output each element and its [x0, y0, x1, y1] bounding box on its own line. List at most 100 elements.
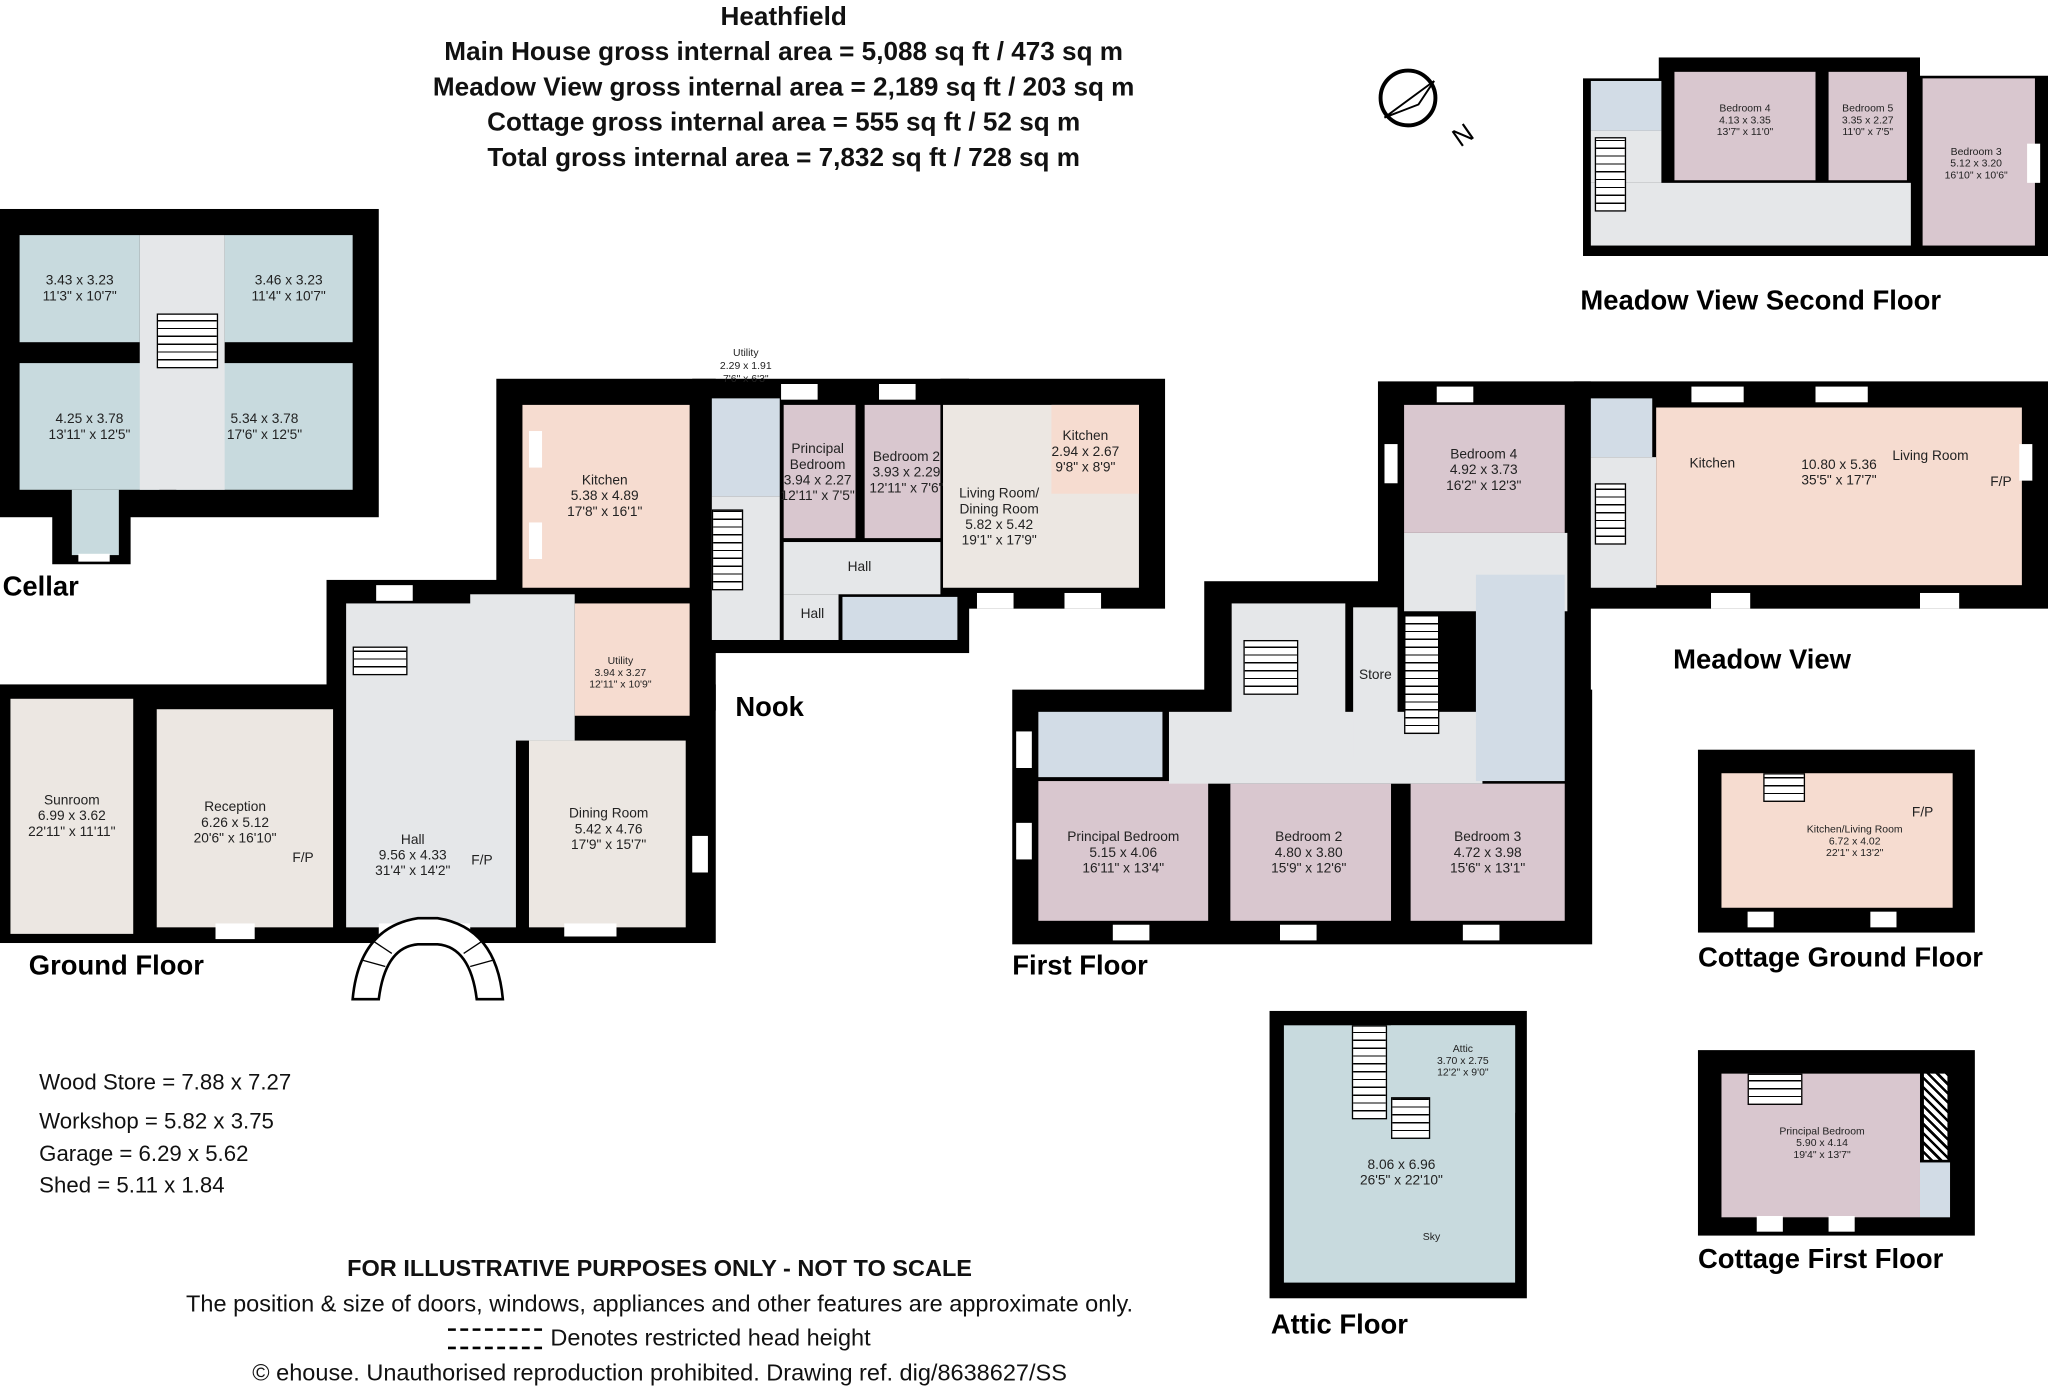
- room-utility-small: [711, 398, 780, 497]
- staircase: [156, 313, 219, 369]
- room-dimensions-imperial: 22'1" x 13'2": [1826, 847, 1884, 859]
- room-name: Bedroom 3: [1950, 145, 2002, 158]
- window: [1691, 386, 1744, 403]
- room-name: Principal Bedroom: [1779, 1125, 1865, 1137]
- room-bedroom-4: [1674, 71, 1816, 181]
- room-kitchen-name: Kitchen: [1689, 455, 1736, 472]
- copyright: © ehouse. Unauthorised reproduction proh…: [252, 1359, 1067, 1386]
- room-dimensions-imperial: 17'8" x 16'1": [567, 504, 643, 520]
- window: [1828, 1215, 1855, 1232]
- room-utility-metric: 2.29 x 1.91: [719, 359, 772, 372]
- room-utility-name: Utility: [733, 346, 759, 359]
- area-cottage: Cottage gross internal area = 555 sq ft …: [487, 108, 1081, 138]
- window: [692, 835, 708, 873]
- header: Heathfield Main House gross internal are…: [392, 0, 1176, 176]
- window: [2027, 143, 2041, 183]
- room-dimensions-metric: 3.93 x 2.29: [872, 464, 941, 481]
- floor-title-meadow-view: Meadow View: [1673, 645, 1851, 676]
- room-utility: [574, 603, 690, 716]
- room-label: Hall: [848, 559, 872, 575]
- staircase: [1391, 1097, 1431, 1139]
- room-bedroom-5: [1828, 71, 1907, 181]
- room-mv-kitchen-living: [1656, 407, 2022, 586]
- window: [528, 431, 543, 468]
- staircase: [711, 509, 744, 591]
- room-dimensions-metric: 2.94 x 2.67: [1051, 444, 1120, 460]
- fireplace-label: F/P: [1911, 804, 1934, 821]
- room-principal-bedroom: [1038, 781, 1209, 921]
- room-store: [1353, 607, 1398, 758]
- room-kitchen-living: [1721, 773, 1953, 908]
- cellar-shaft: [71, 489, 119, 556]
- room-dimensions-metric: 3.94 x 2.27: [783, 472, 852, 489]
- room-dimensions-metric: 3.43 x 3.23: [45, 272, 114, 289]
- room-name: Hall: [800, 606, 825, 622]
- room-dimensions-imperial: 16'11" x 13'4": [1082, 860, 1165, 877]
- window: [781, 383, 818, 400]
- room-living-dimensions-metric: 10.80 x 5.36: [1801, 457, 1877, 473]
- head-height-legend: Denotes restricted head height: [52, 1324, 1267, 1351]
- room-wc: [1919, 1162, 1951, 1218]
- room-name: Bedroom 2: [872, 449, 940, 465]
- room-name: Sunroom: [43, 792, 100, 809]
- room-dimensions-metric: 5.15 x 4.06: [1089, 845, 1158, 861]
- staircase: [352, 646, 408, 676]
- floor-title-cottage-ground: Cottage Ground Floor: [1697, 943, 1983, 974]
- room-dimensions-metric: 5.82 x 5.42: [965, 517, 1034, 533]
- staircase: [1594, 483, 1627, 545]
- legend-text: Denotes restricted head height: [550, 1324, 871, 1351]
- room-dimensions-metric: 5.34 x 3.78: [230, 410, 299, 427]
- room-dimensions-imperial: 12'11" x 7'6": [869, 480, 944, 497]
- room-dimensions-imperial: 26'5" x 22'10": [1360, 1172, 1443, 1189]
- outbuilding-wood-store: Wood Store = 7.88 x 7.27: [39, 1069, 292, 1095]
- room-dimensions-imperial: 16'10" x 10'6": [1944, 169, 2008, 181]
- room-bedroom-4: [1404, 404, 1565, 533]
- room-name: Reception: [204, 799, 266, 816]
- room-dimensions-imperial: 15'6" x 13'1": [1450, 860, 1526, 877]
- floor-title-cottage-first: Cottage First Floor: [1697, 1244, 1944, 1275]
- room-hall: [783, 542, 941, 595]
- outbuilding-garage: Garage = 6.29 x 5.62: [39, 1141, 249, 1167]
- room-dimensions-metric: 5.90 x 4.14: [1796, 1136, 1848, 1149]
- room-bedroom-3: [1922, 78, 2035, 246]
- room-dimensions-metric: 3.94 x 3.27: [594, 666, 647, 679]
- window: [1870, 911, 1897, 928]
- room-name: Living Room/ Dining Room: [959, 485, 1040, 518]
- room-dimensions-imperial: 17'9" x 15'7": [571, 837, 647, 853]
- room-name: Kitchen: [1062, 428, 1109, 445]
- cellar-room: [19, 235, 140, 343]
- room-kitchen-small: [1051, 404, 1139, 494]
- room-dimensions-imperial: 19'1" x 17'9": [961, 532, 1037, 549]
- window: [376, 585, 413, 601]
- room-principal-bedroom: [783, 404, 856, 539]
- window: [1747, 911, 1774, 928]
- room-bedroom-3: [1410, 783, 1565, 921]
- outbuilding-shed: Shed = 5.11 x 1.84: [39, 1172, 225, 1198]
- room-dimensions-imperial: 11'3" x 10'7": [42, 288, 117, 305]
- floor-title-ground: Ground Floor: [28, 950, 204, 981]
- room-dimensions-metric: 3.70 x 2.75: [1436, 1054, 1489, 1067]
- room-name: Bedroom 3: [1454, 829, 1522, 846]
- room-dimensions-metric: 4.72 x 3.98: [1453, 845, 1522, 861]
- floor-title-meadow-view-second: Meadow View Second Floor: [1580, 286, 1942, 317]
- window: [564, 923, 617, 937]
- room-dimensions-metric: 4.25 x 3.78: [55, 410, 124, 427]
- room-name: Bedroom 4: [1719, 102, 1771, 115]
